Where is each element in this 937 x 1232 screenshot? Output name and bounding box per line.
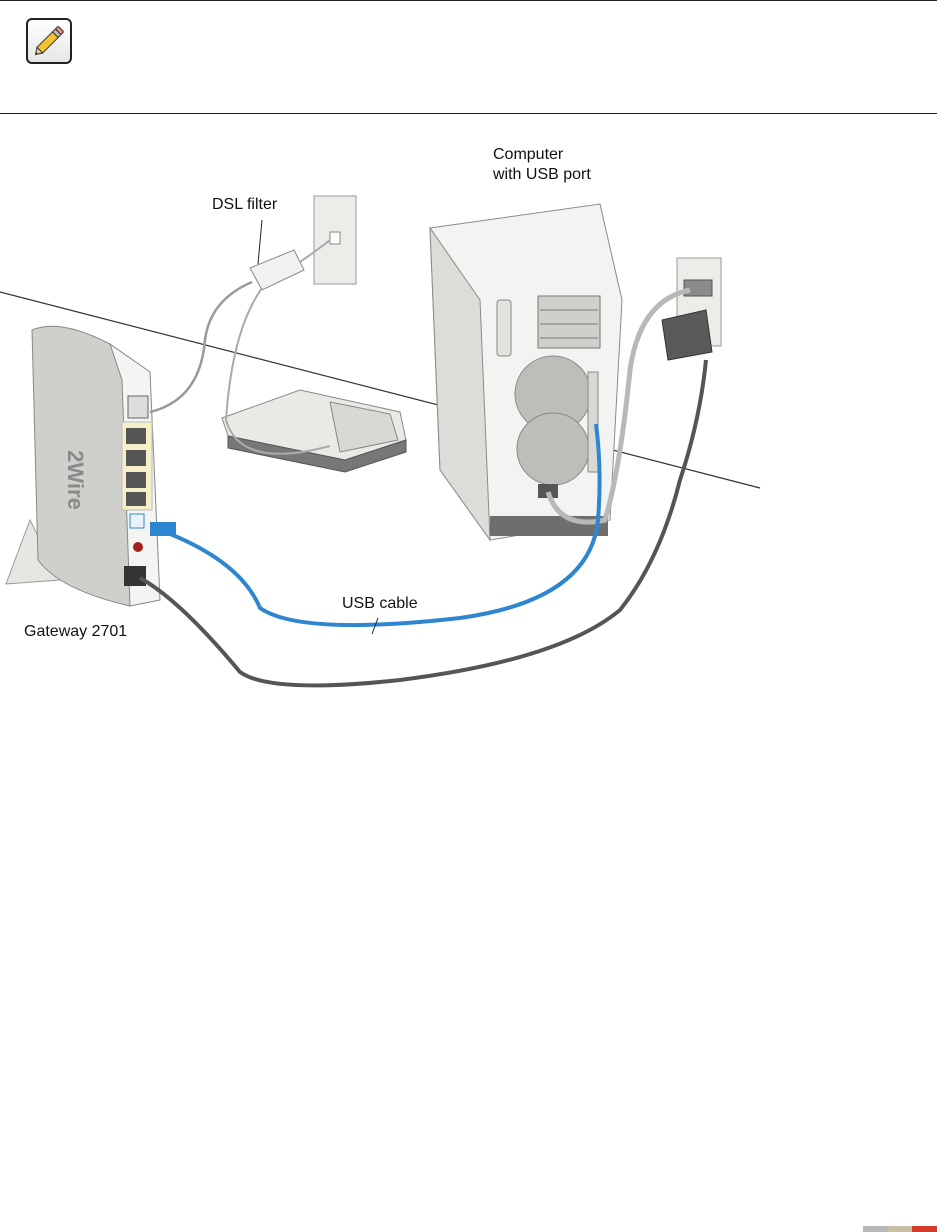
dsl-filter-label: DSL filter — [212, 195, 277, 215]
usb-cable-label: USB cable — [342, 594, 418, 614]
computer-label-line2: with USB port — [493, 165, 591, 185]
gateway-label: Gateway 2701 — [24, 622, 127, 642]
footer-mark-gray — [863, 1226, 888, 1232]
device-logo: 2Wire — [63, 450, 88, 510]
footer-color-mark — [863, 1226, 937, 1232]
footer-mark-tan — [888, 1226, 913, 1232]
computer-label: Computer with USB port — [493, 145, 591, 185]
phone-wall-jack — [314, 196, 356, 284]
dsl-filter-leader — [258, 220, 262, 264]
computer-tower — [430, 204, 622, 540]
dsl-filter — [250, 250, 304, 290]
gateway-device: 2Wire — [6, 326, 160, 606]
connection-illustration: 2Wire — [0, 114, 937, 714]
gateway-power-cable — [140, 360, 706, 685]
note-icon-box — [26, 18, 72, 64]
pencil-icon — [28, 20, 70, 62]
power-adapter — [662, 310, 712, 360]
telephone — [222, 390, 406, 472]
computer-label-line1: Computer — [493, 145, 591, 165]
top-rule — [0, 0, 937, 1]
usb-plug — [150, 522, 176, 536]
footer-mark-red — [912, 1226, 937, 1232]
